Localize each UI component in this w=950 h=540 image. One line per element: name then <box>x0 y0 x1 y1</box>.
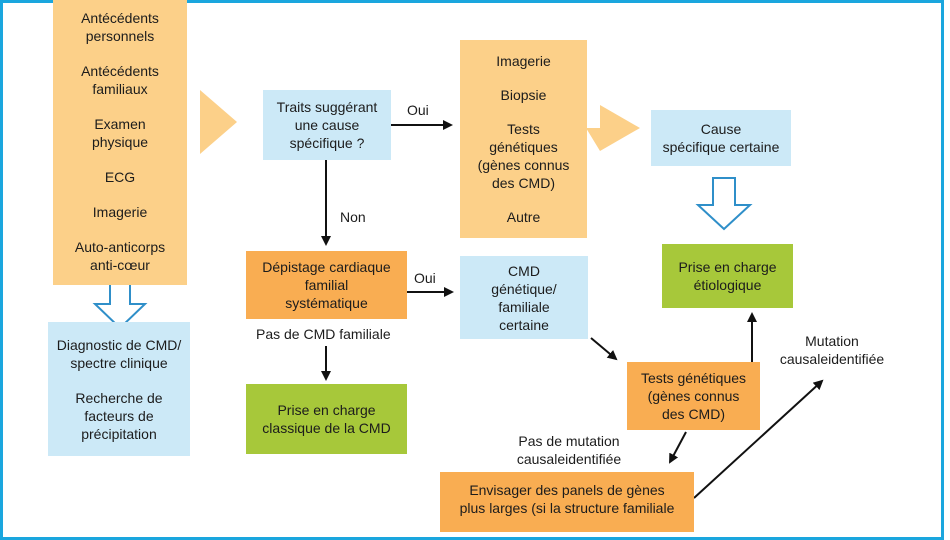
chevron-arrow-left <box>186 90 237 154</box>
label-oui-familial: Oui <box>414 270 436 286</box>
label-no-causal-mutation: Pas de mutation causaleidentifiée <box>516 433 622 467</box>
hollow-down-arrow-left <box>92 282 148 330</box>
connector-layer <box>92 90 824 499</box>
label-causal-mutation-found: Mutation causaleidentifiée <box>779 333 885 367</box>
label-oui-specific: Oui <box>407 102 429 118</box>
arrow-panels-mutation-found <box>693 379 824 499</box>
label-non: Non <box>340 209 366 225</box>
label-no-familial-cmd: Pas de CMD familiale <box>256 326 391 342</box>
chevron-arrow-right <box>586 105 640 151</box>
diagnostic-box: Diagnostic de CMD/spectre clinique Reche… <box>48 322 190 456</box>
diagnostic-title: Diagnostic de CMD/spectre clinique <box>56 336 182 371</box>
investigation-imaging: Imagerie <box>496 53 551 69</box>
item-ecg: ECG <box>104 169 136 186</box>
arrow-genetic-tests-panels <box>669 431 687 464</box>
investigation-other: Autre <box>506 209 541 225</box>
arrow-familial-genetic-tests <box>590 337 618 361</box>
item-imaging: Imagerie <box>92 204 148 221</box>
hollow-down-arrow-right <box>695 177 753 231</box>
investigation-biopsy: Biopsie <box>500 87 547 103</box>
